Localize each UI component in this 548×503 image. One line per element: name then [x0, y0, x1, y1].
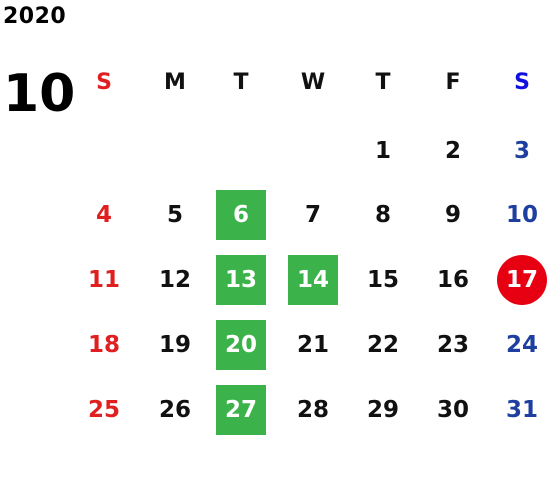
calendar-day-8[interactable]: 8	[374, 202, 391, 228]
calendar-day-28[interactable]: 28	[296, 397, 329, 423]
calendar-day-22[interactable]: 22	[366, 332, 399, 358]
calendar-day-10[interactable]: 10	[505, 202, 538, 228]
calendar-day-16[interactable]: 16	[436, 267, 469, 293]
calendar-day-24[interactable]: 24	[505, 332, 538, 358]
calendar-day-26[interactable]: 26	[158, 397, 191, 423]
weekday-header-sun: S	[96, 69, 112, 95]
calendar-day-7[interactable]: 7	[304, 202, 321, 228]
weekday-header-fri: F	[445, 69, 461, 95]
calendar-day-25[interactable]: 25	[87, 397, 120, 423]
year-label: 2020	[3, 4, 67, 29]
weekday-header-mon: M	[164, 69, 186, 95]
calendar-day-11[interactable]: 11	[87, 267, 120, 293]
calendar-day-today[interactable]: 17	[497, 255, 547, 305]
calendar-day-29[interactable]: 29	[366, 397, 399, 423]
calendar-day-18[interactable]: 18	[87, 332, 120, 358]
calendar-day-5[interactable]: 5	[166, 202, 183, 228]
calendar-day-9[interactable]: 9	[444, 202, 461, 228]
weekday-header-tue: T	[233, 69, 249, 95]
calendar-day-14[interactable]: 14	[288, 255, 338, 305]
calendar-day-21[interactable]: 21	[296, 332, 329, 358]
weekday-header-wed: W	[300, 69, 326, 95]
calendar-day-23[interactable]: 23	[436, 332, 469, 358]
weekday-header-thu: T	[375, 69, 391, 95]
calendar-day-20[interactable]: 20	[216, 320, 266, 370]
calendar-day-30[interactable]: 30	[436, 397, 469, 423]
calendar-day-2[interactable]: 2	[444, 138, 461, 164]
weekday-header-sat: S	[514, 69, 530, 95]
calendar-day-3[interactable]: 3	[513, 138, 530, 164]
calendar-day-13[interactable]: 13	[216, 255, 266, 305]
calendar-day-27[interactable]: 27	[216, 385, 266, 435]
month-label: 10	[3, 64, 76, 124]
calendar-day-4[interactable]: 4	[95, 202, 112, 228]
calendar-day-15[interactable]: 15	[366, 267, 399, 293]
calendar-day-31[interactable]: 31	[505, 397, 538, 423]
calendar-day-12[interactable]: 12	[158, 267, 191, 293]
calendar-day-19[interactable]: 19	[158, 332, 191, 358]
calendar-day-1[interactable]: 1	[374, 138, 391, 164]
calendar-day-6[interactable]: 6	[216, 190, 266, 240]
